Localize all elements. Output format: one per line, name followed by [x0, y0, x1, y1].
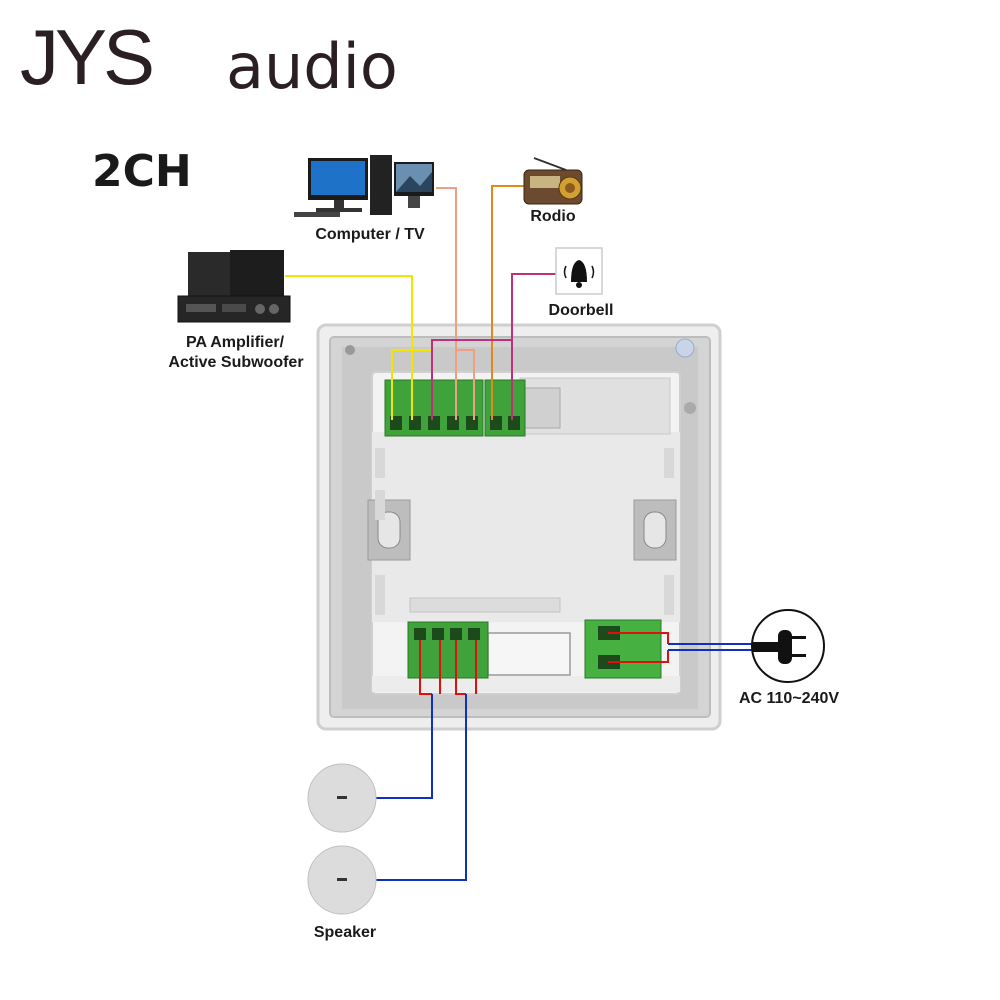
amplifier-label-line2: Active Subwoofer [168, 354, 304, 371]
brand-logo-suffix: audio [226, 30, 398, 103]
computer-label: Computer / TV [315, 226, 425, 243]
radio-label: Rodio [530, 208, 576, 225]
doorbell-label: Doorbell [548, 302, 614, 319]
speaker-terminal-block [407, 621, 489, 679]
speaker-wires [374, 640, 477, 881]
channel-label: 2CH [92, 146, 192, 197]
radio-wires [491, 185, 525, 420]
doorbell-icon [555, 247, 603, 295]
power-terminal-block [584, 619, 662, 679]
speaker-icon-2 [307, 845, 377, 915]
radio-icon [523, 157, 583, 205]
power-wires [608, 632, 752, 663]
computer-wires [436, 187, 475, 420]
amplifier-icon [177, 250, 291, 323]
power-label: AC 110~240V [738, 690, 840, 707]
doorbell-wires [431, 273, 556, 420]
computer-monitor-icon [294, 155, 434, 217]
amplifier-wires [285, 275, 432, 420]
brand-logo-prefix: JYS [20, 13, 155, 101]
speaker-label: Speaker [313, 924, 377, 941]
amplifier-label-line1: PA Amplifier/ [185, 334, 285, 351]
speaker-icon-1 [307, 763, 377, 833]
power-plug-icon [751, 609, 825, 683]
